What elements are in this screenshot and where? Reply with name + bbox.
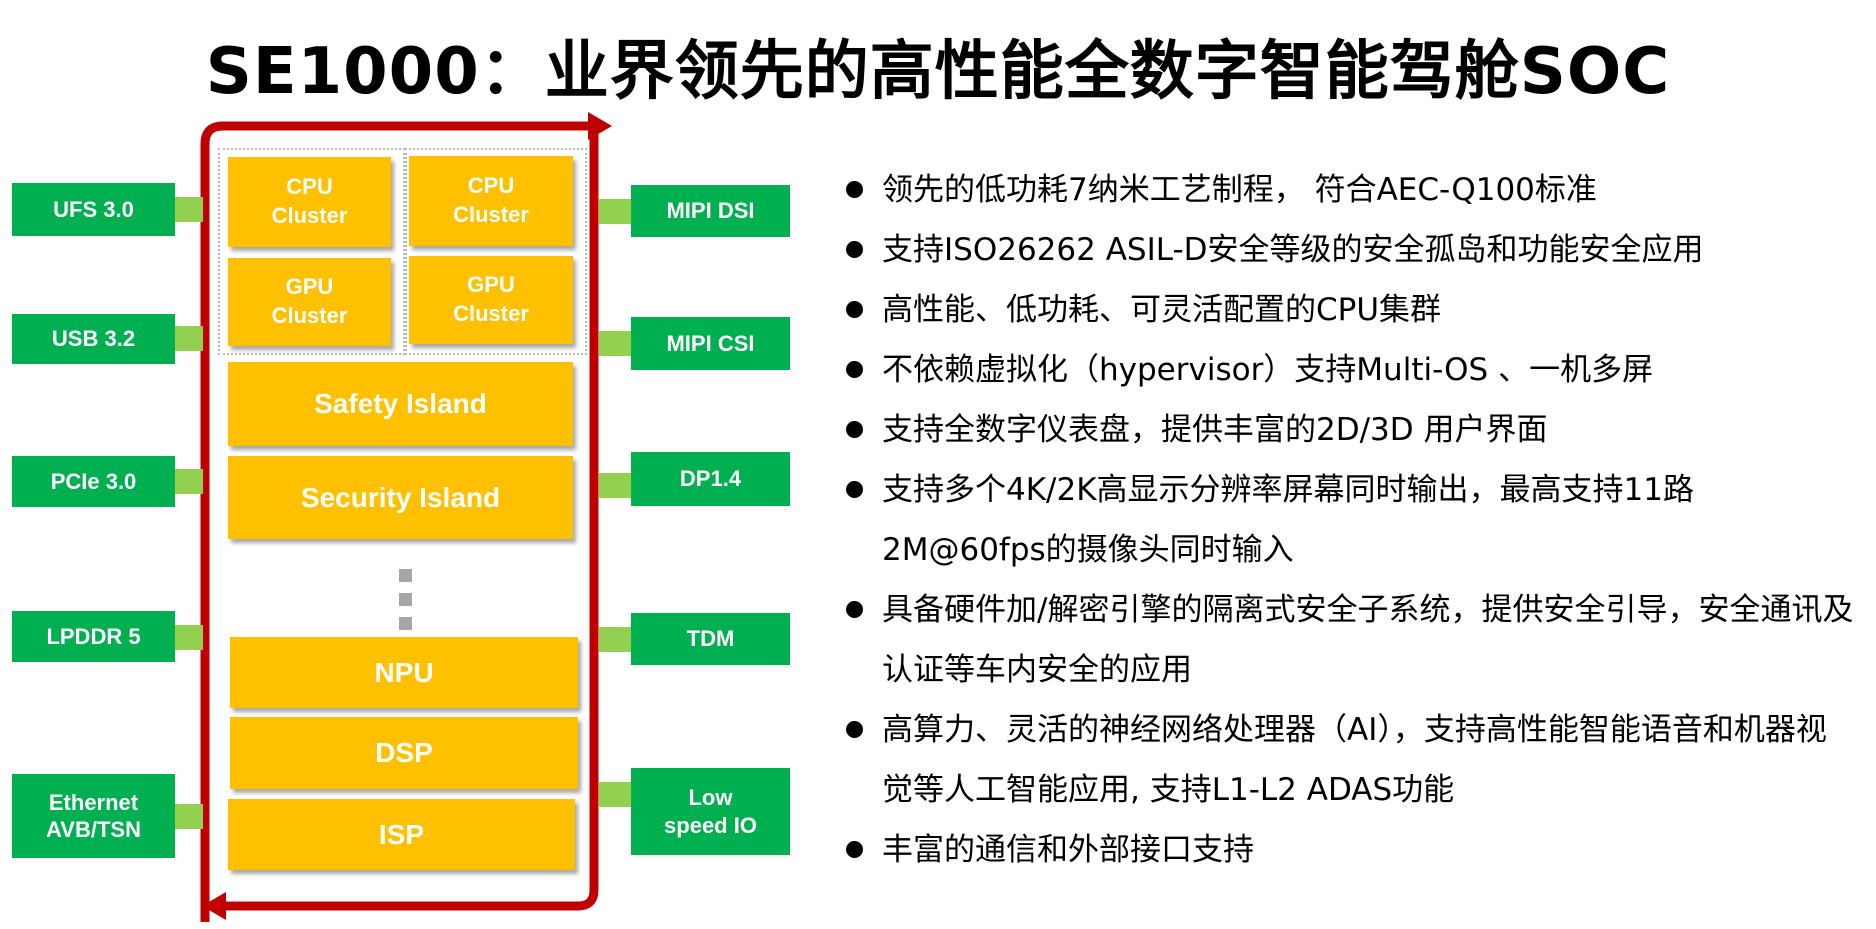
- feature-item: 具备硬件加/解密引擎的隔离式安全子系统，提供安全引导，安全通讯及认证等车内安全的…: [846, 580, 1856, 700]
- connector-ufs: [175, 197, 203, 222]
- bullet-icon: [846, 181, 863, 198]
- bullet-icon: [846, 361, 863, 378]
- feature-item: 领先的低功耗7纳米工艺制程， 符合AEC-Q100标准: [846, 160, 1856, 220]
- bullet-icon: [846, 721, 863, 738]
- feature-text: 支持多个4K/2K高显示分辨率屏幕同时输出，最高支持11路2M@60fps的摄像…: [882, 472, 1694, 568]
- interface-tdm: TDM: [631, 613, 790, 665]
- cpu-cluster-2-label: CPU Cluster: [453, 173, 529, 227]
- connector-low-speed-io: [599, 782, 631, 807]
- feature-text: 丰富的通信和外部接口支持: [882, 832, 1254, 868]
- ellipsis-dot-1: [399, 569, 412, 582]
- feature-text: 高性能、低功耗、可灵活配置的CPU集群: [882, 292, 1442, 328]
- feature-text: 不依赖虚拟化（hypervisor）支持Multi-OS 、一机多屏: [882, 352, 1654, 388]
- feature-item: 丰富的通信和外部接口支持: [846, 820, 1856, 880]
- feature-item: 支持ISO26262 ASIL-D安全等级的安全孤岛和功能安全应用: [846, 220, 1856, 280]
- gpu-cluster-1-label: GPU Cluster: [271, 274, 348, 328]
- interface-mipi-dsi: MIPI DSI: [631, 185, 790, 237]
- feature-text: 领先的低功耗7纳米工艺制程， 符合AEC-Q100标准: [882, 172, 1597, 208]
- feature-item: 支持多个4K/2K高显示分辨率屏幕同时输出，最高支持11路2M@60fps的摄像…: [846, 460, 1856, 580]
- interface-low-speed-io-label: Low speed IO: [664, 785, 757, 838]
- loop-arrow-head-bottom: [202, 892, 226, 920]
- bullet-icon: [846, 481, 863, 498]
- bullet-icon: [846, 601, 863, 618]
- bullet-icon: [846, 301, 863, 318]
- feature-text: 高算力、灵活的神经网络处理器（AI），支持高性能智能语音和机器视觉等人工智能应用…: [882, 712, 1827, 808]
- feature-text: 支持ISO26262 ASIL-D安全等级的安全孤岛和功能安全应用: [882, 232, 1704, 268]
- interface-mipi-csi: MIPI CSI: [631, 317, 790, 370]
- interface-low-speed-io: Low speed IO: [631, 768, 790, 855]
- dsp-block: DSP: [230, 717, 578, 789]
- data-loop-frame: [200, 112, 612, 922]
- interface-pcie: PCIe 3.0: [12, 456, 175, 507]
- interface-lpddr: LPDDR 5: [12, 611, 175, 662]
- feature-item: 高性能、低功耗、可灵活配置的CPU集群: [846, 280, 1856, 340]
- safety-island: Safety Island: [228, 362, 573, 446]
- cluster-group-left: [218, 148, 405, 355]
- cluster-group-right: [405, 148, 587, 355]
- cpu-cluster-1-label: CPU Cluster: [271, 174, 348, 228]
- security-island: Security Island: [228, 456, 573, 539]
- interface-ethernet: Ethernet AVB/TSN: [12, 774, 175, 858]
- feature-item: 高算力、灵活的神经网络处理器（AI），支持高性能智能语音和机器视觉等人工智能应用…: [846, 700, 1856, 820]
- feature-text: 具备硬件加/解密引擎的隔离式安全子系统，提供安全引导，安全通讯及认证等车内安全的…: [882, 592, 1854, 688]
- cpu-cluster-2: CPU Cluster: [409, 156, 573, 246]
- ellipsis-dot-3: [399, 617, 412, 630]
- ellipsis-dot-2: [399, 593, 412, 606]
- connector-usb: [175, 326, 203, 351]
- soc-block-diagram: UFS 3.0 USB 3.2 PCIe 3.0 LPDDR 5 Etherne…: [0, 0, 820, 929]
- cpu-cluster-1: CPU Cluster: [228, 157, 391, 247]
- connector-mipi-csi: [599, 331, 631, 356]
- feature-text: 支持全数字仪表盘，提供丰富的2D/3D 用户界面: [882, 412, 1548, 448]
- feature-item: 支持全数字仪表盘，提供丰富的2D/3D 用户界面: [846, 400, 1856, 460]
- bullet-icon: [846, 241, 863, 258]
- isp-block: ISP: [228, 799, 575, 870]
- feature-list: 领先的低功耗7纳米工艺制程， 符合AEC-Q100标准 支持ISO26262 A…: [846, 160, 1856, 880]
- gpu-cluster-1: GPU Cluster: [228, 258, 391, 346]
- connector-dp: [599, 473, 631, 498]
- interface-usb: USB 3.2: [12, 314, 175, 364]
- gpu-cluster-2-label: GPU Cluster: [453, 272, 529, 326]
- feature-item: 不依赖虚拟化（hypervisor）支持Multi-OS 、一机多屏: [846, 340, 1856, 400]
- bullet-icon: [846, 421, 863, 438]
- loop-frame-path: [200, 121, 592, 922]
- interface-ethernet-label: Ethernet AVB/TSN: [46, 789, 141, 843]
- interface-dp: DP1.4: [631, 452, 790, 506]
- npu-block: NPU: [230, 637, 578, 708]
- connector-tdm: [599, 627, 631, 652]
- bullet-icon: [846, 841, 863, 858]
- loop-frame-path-right: [222, 132, 599, 911]
- connector-mipi-dsi: [599, 199, 631, 224]
- connector-ethernet: [175, 804, 203, 829]
- connector-lpddr: [175, 625, 203, 650]
- connector-pcie: [175, 469, 203, 494]
- page-title: SE1000：业界领先的高性能全数字智能驾舱SOC: [205, 35, 1671, 109]
- interface-ufs: UFS 3.0: [12, 183, 175, 236]
- gpu-cluster-2: GPU Cluster: [409, 256, 573, 344]
